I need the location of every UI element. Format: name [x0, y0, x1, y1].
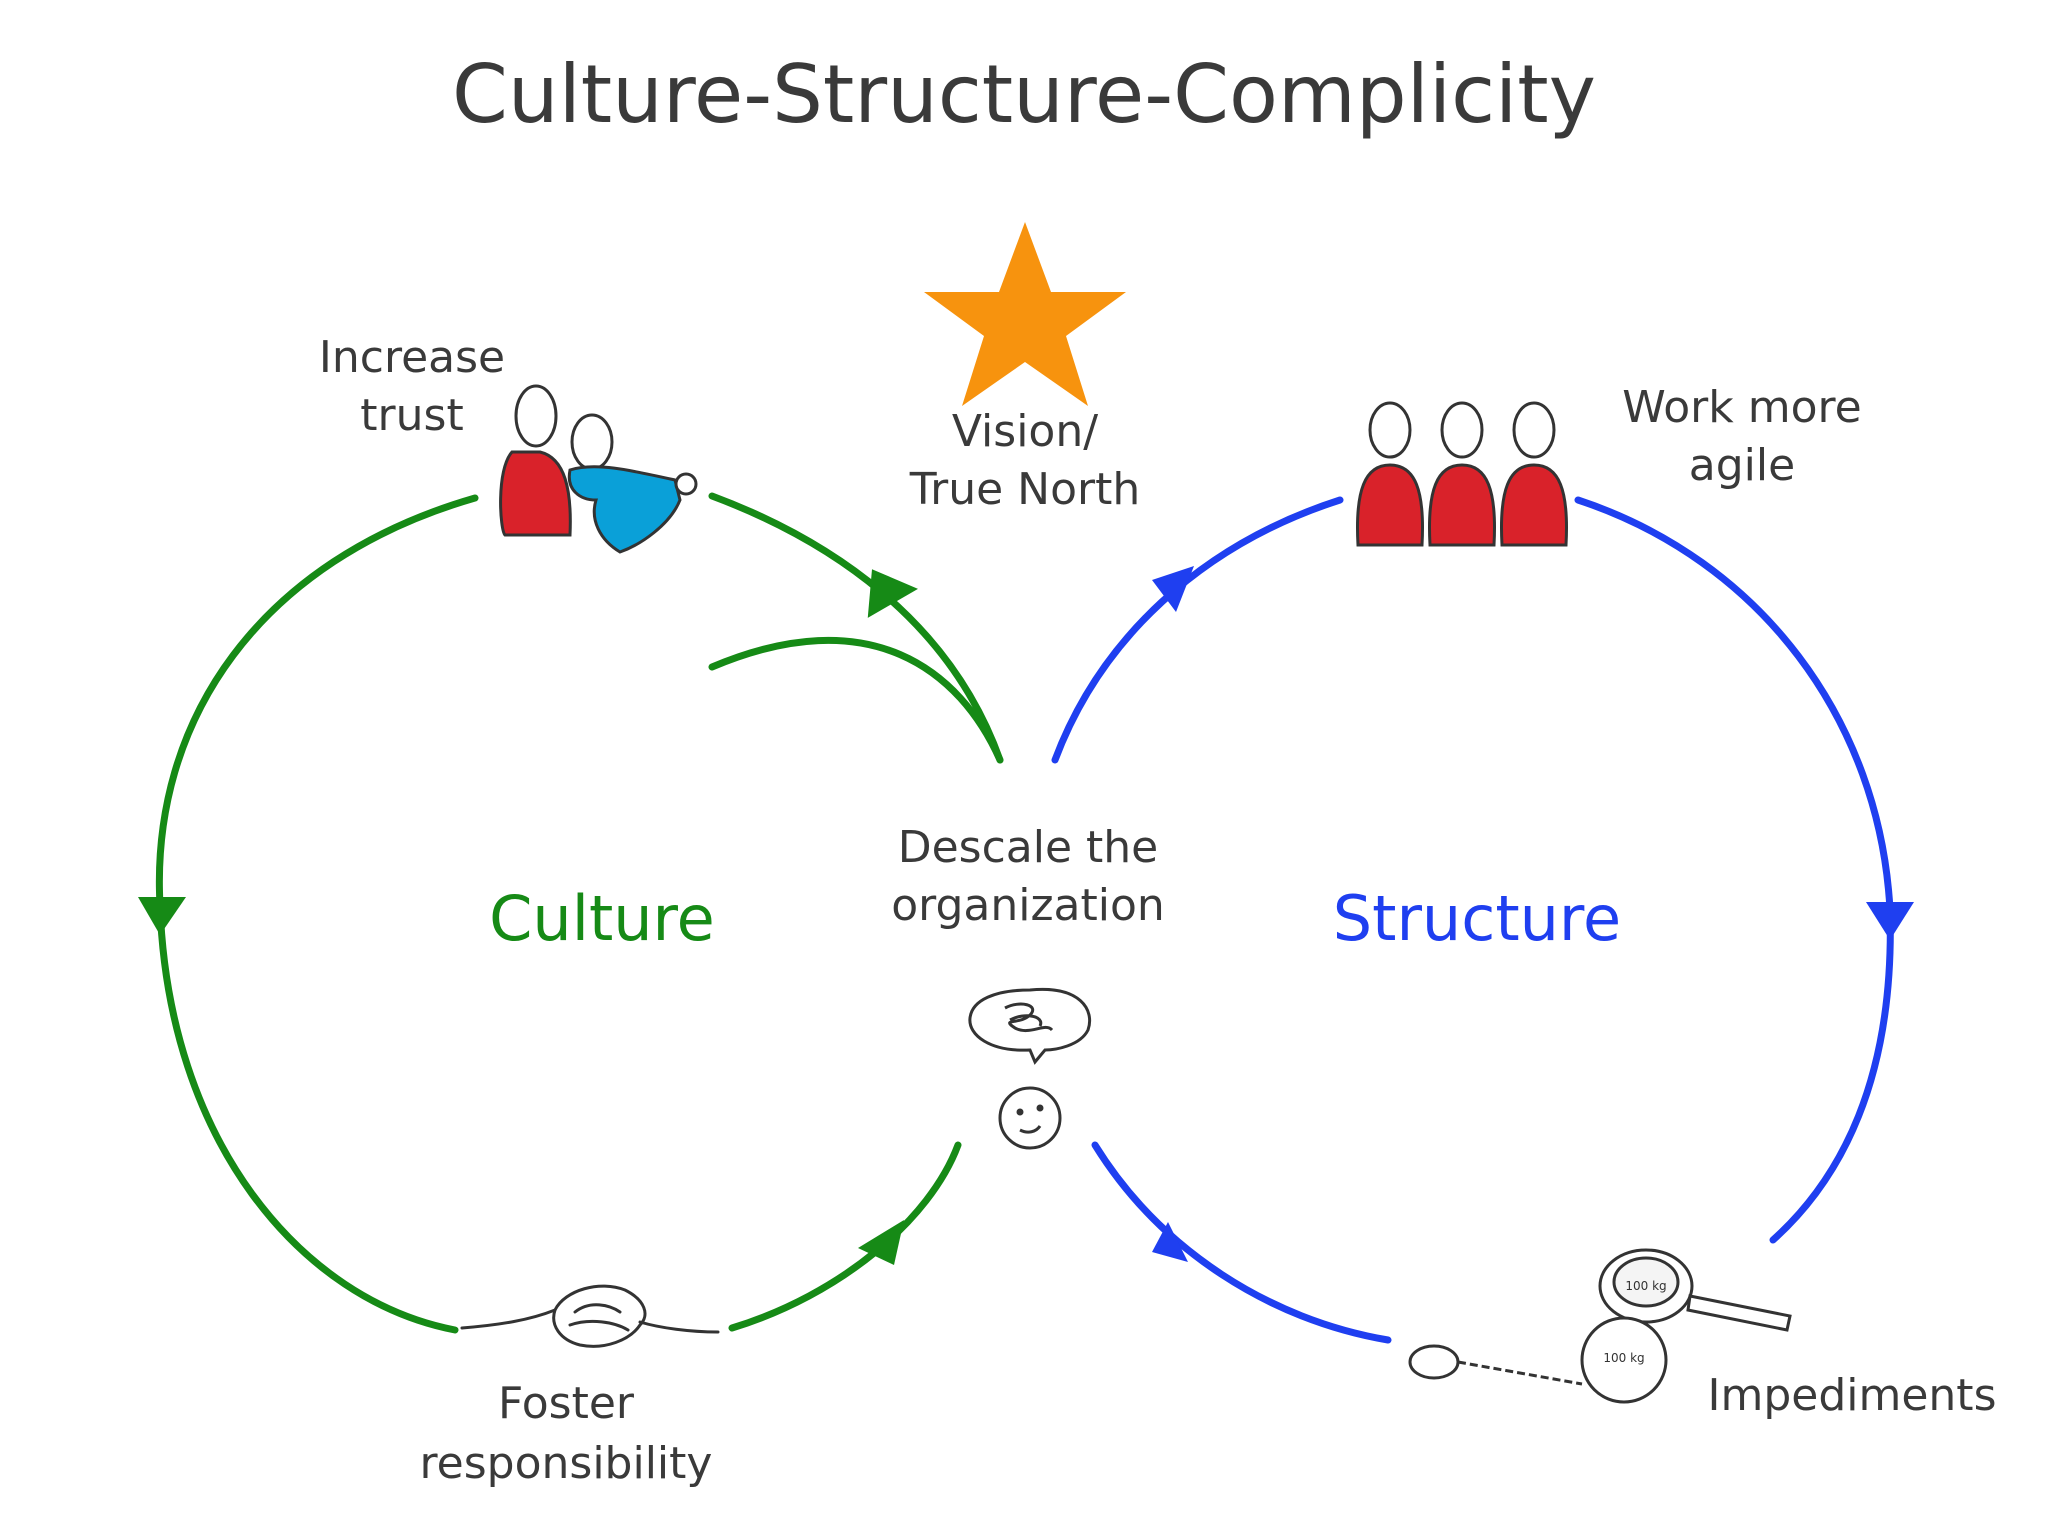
culture-label: Culture: [489, 882, 715, 955]
culture-loop-top-right: [708, 492, 1004, 764]
foster-label-line1: Foster: [498, 1378, 635, 1429]
handshake-icon: [460, 1284, 720, 1348]
diagram-title: Culture-Structure-Complicity: [452, 48, 1596, 141]
hugging-people-icon: [499, 384, 698, 554]
green-arrow-down-left: [138, 897, 186, 935]
blue-arrow-down-right: [1866, 902, 1914, 940]
structure-arrowheads: [1152, 566, 1914, 1262]
blue-arrow-up-bottom: [1152, 1222, 1188, 1262]
culture-arc-bottom: [728, 1141, 962, 1332]
three-people-icon: [1356, 401, 1568, 547]
trust-label-line1: Increase: [319, 332, 505, 383]
agile-label-line2: agile: [1689, 440, 1795, 491]
trust-label-line2: trust: [360, 390, 463, 441]
impediments-label: Impediments: [1708, 1370, 1997, 1421]
structure-arc-right: [1574, 496, 1894, 1244]
green-arrow-up-right: [867, 569, 918, 618]
structure-arc-bottom: [1091, 1141, 1392, 1344]
green-arrow-up-bottom: [858, 1220, 904, 1265]
structure-label: Structure: [1333, 882, 1621, 955]
foster-label-line2: responsibility: [420, 1438, 713, 1489]
ball-and-chain-magnifier-icon: [1408, 1248, 1792, 1404]
culture-arc-left: [155, 494, 479, 1334]
vision-label-line1: Vision/: [952, 406, 1098, 457]
agile-label-line1: Work more: [1622, 382, 1861, 433]
culture-arc-top: [708, 637, 1004, 764]
star-icon: [924, 222, 1126, 406]
structure-loop: [1051, 496, 1894, 1344]
structure-arc-top-left: [1051, 496, 1344, 764]
weight-label-bottom: 100 kg: [1603, 1351, 1644, 1365]
blue-arrow-up-left: [1152, 566, 1194, 612]
culture-arrowheads: [138, 569, 918, 1265]
vision-label-line2: True North: [909, 464, 1141, 515]
speech-bubble-face-icon: [968, 987, 1092, 1150]
descale-label-line1: Descale the: [898, 822, 1159, 873]
weight-label-top: 100 kg: [1625, 1279, 1666, 1293]
descale-label-line2: organization: [891, 880, 1165, 931]
